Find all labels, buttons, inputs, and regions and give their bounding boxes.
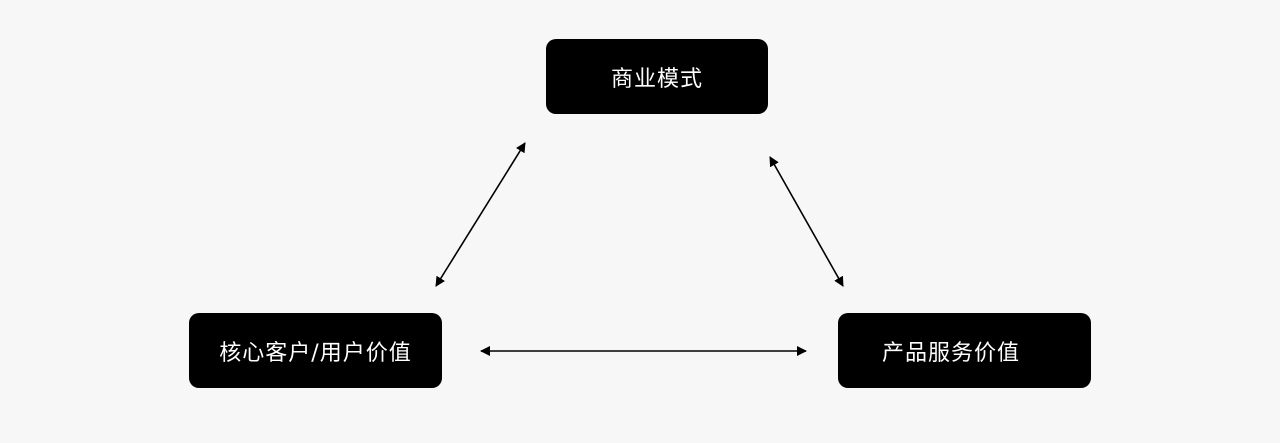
node-product-service-value-label: 产品服务价值 [882, 340, 1021, 366]
node-business-model-label: 商业模式 [610, 66, 703, 92]
arrow-left-top [435, 142, 526, 287]
node-core-customer-value: 核心客户/用户价值 [189, 313, 442, 388]
arrow-top-right [769, 156, 844, 287]
node-core-customer-value-label: 核心客户/用户价值 [219, 340, 412, 366]
node-business-model: 商业模式 [546, 39, 768, 114]
node-product-service-value: 产品服务价值 [838, 313, 1091, 388]
